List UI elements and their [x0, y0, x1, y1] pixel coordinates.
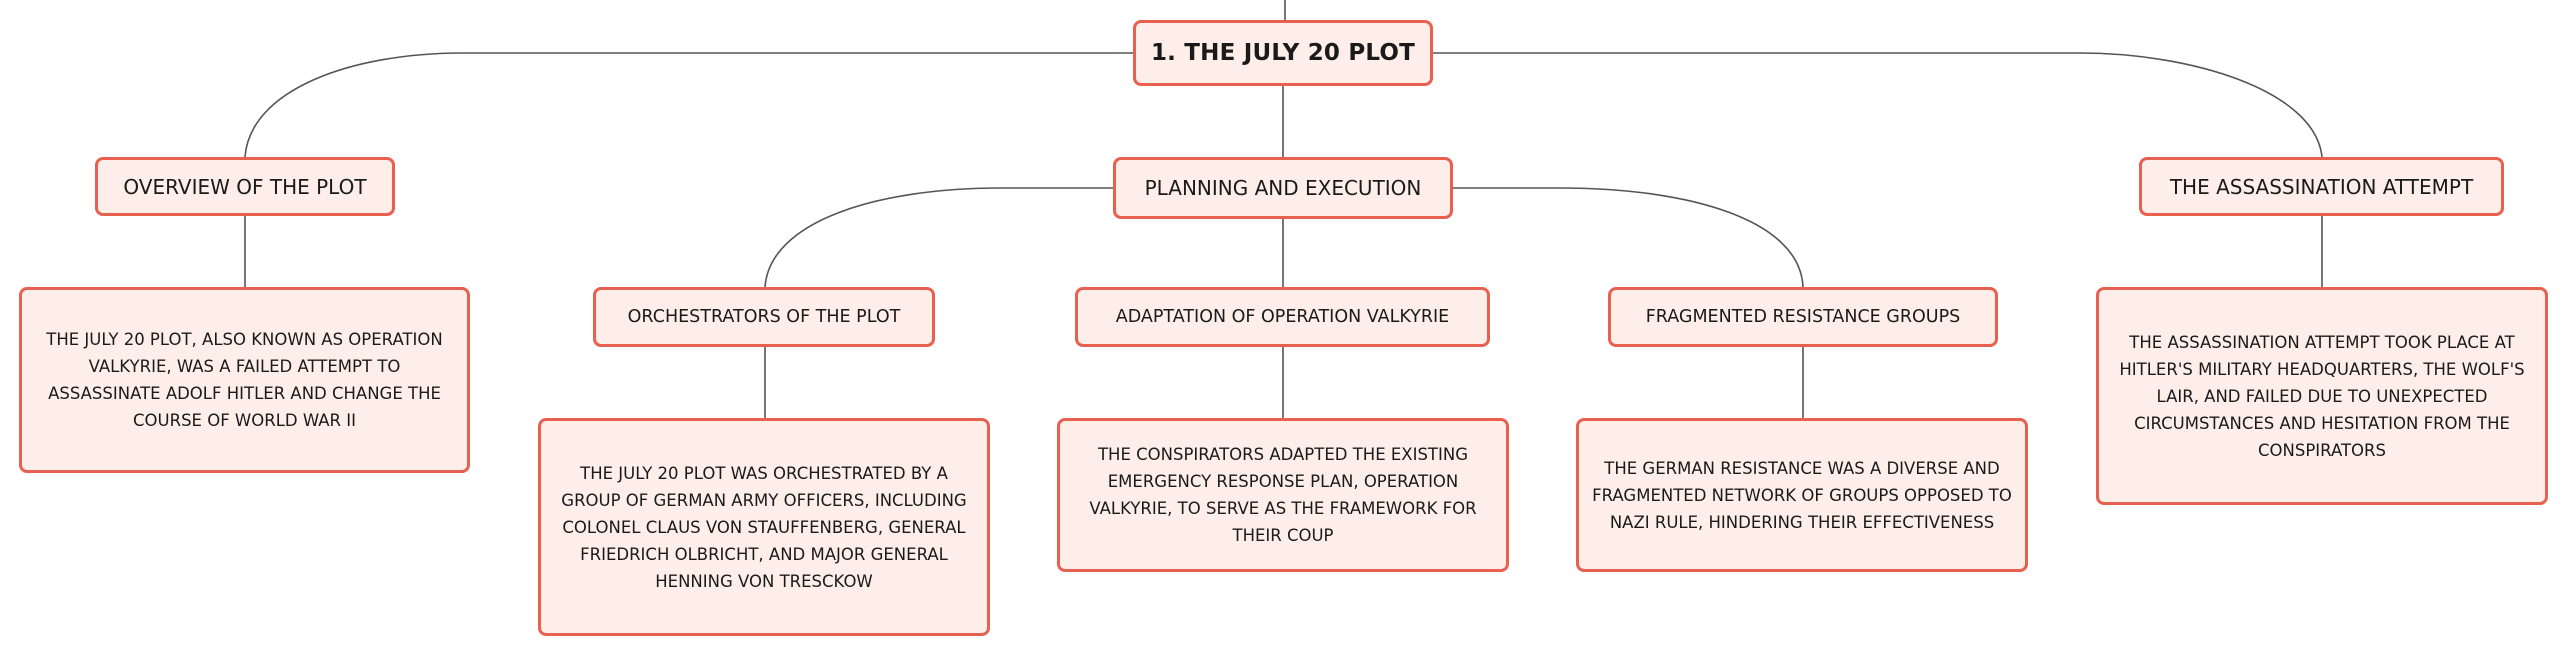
detail-text: THE ASSASSINATION ATTEMPT TOOK PLACE AT …	[2119, 332, 2525, 460]
subtopic-fragmented-resistance-groups[interactable]: FRAGMENTED RESISTANCE GROUPS	[1608, 287, 1998, 347]
subtopic-label: FRAGMENTED RESISTANCE GROUPS	[1645, 307, 1961, 327]
connector-root-assassination	[1433, 52, 2323, 158]
detail-fragmented[interactable]: THE GERMAN RESISTANCE WAS A DIVERSE AND …	[1576, 418, 2028, 572]
detail-text: THE GERMAN RESISTANCE WAS A DIVERSE AND …	[1592, 458, 2012, 532]
topic-label: THE ASSASSINATION ATTEMPT	[2169, 174, 2474, 199]
subtopic-label: ORCHESTRATORS OF THE PLOT	[627, 307, 901, 327]
detail-text: THE JULY 20 PLOT, ALSO KNOWN AS OPERATIO…	[46, 330, 443, 430]
detail-overview[interactable]: THE JULY 20 PLOT, ALSO KNOWN AS OPERATIO…	[19, 287, 470, 473]
connector-planning-orchestrators	[764, 187, 1113, 288]
detail-orchestrators[interactable]: THE JULY 20 PLOT WAS ORCHESTRATED BY A G…	[538, 418, 990, 636]
detail-text: THE CONSPIRATORS ADAPTED THE EXISTING EM…	[1089, 445, 1477, 545]
subtopic-orchestrators-of-the-plot[interactable]: ORCHESTRATORS OF THE PLOT	[593, 287, 935, 347]
topic-the-assassination-attempt[interactable]: THE ASSASSINATION ATTEMPT	[2139, 157, 2504, 216]
detail-adaptation[interactable]: THE CONSPIRATORS ADAPTED THE EXISTING EM…	[1057, 418, 1509, 572]
topic-label: PLANNING AND EXECUTION	[1144, 176, 1422, 200]
root-node-label: 1. THE JULY 20 PLOT	[1150, 40, 1416, 66]
subtopic-adaptation-of-operation-valkyrie[interactable]: ADAPTATION OF OPERATION VALKYRIE	[1075, 287, 1490, 347]
topic-label: OVERVIEW OF THE PLOT	[123, 174, 367, 199]
detail-text: THE JULY 20 PLOT WAS ORCHESTRATED BY A G…	[561, 463, 967, 591]
connector-planning-fragmented	[1453, 187, 1804, 288]
root-node[interactable]: 1. THE JULY 20 PLOT	[1133, 20, 1433, 86]
topic-overview-of-the-plot[interactable]: OVERVIEW OF THE PLOT	[95, 157, 395, 216]
topic-planning-and-execution[interactable]: PLANNING AND EXECUTION	[1113, 157, 1453, 219]
connector-root-overview	[244, 52, 1133, 158]
detail-assassination-attempt[interactable]: THE ASSASSINATION ATTEMPT TOOK PLACE AT …	[2096, 287, 2548, 505]
subtopic-label: ADAPTATION OF OPERATION VALKYRIE	[1115, 307, 1450, 327]
